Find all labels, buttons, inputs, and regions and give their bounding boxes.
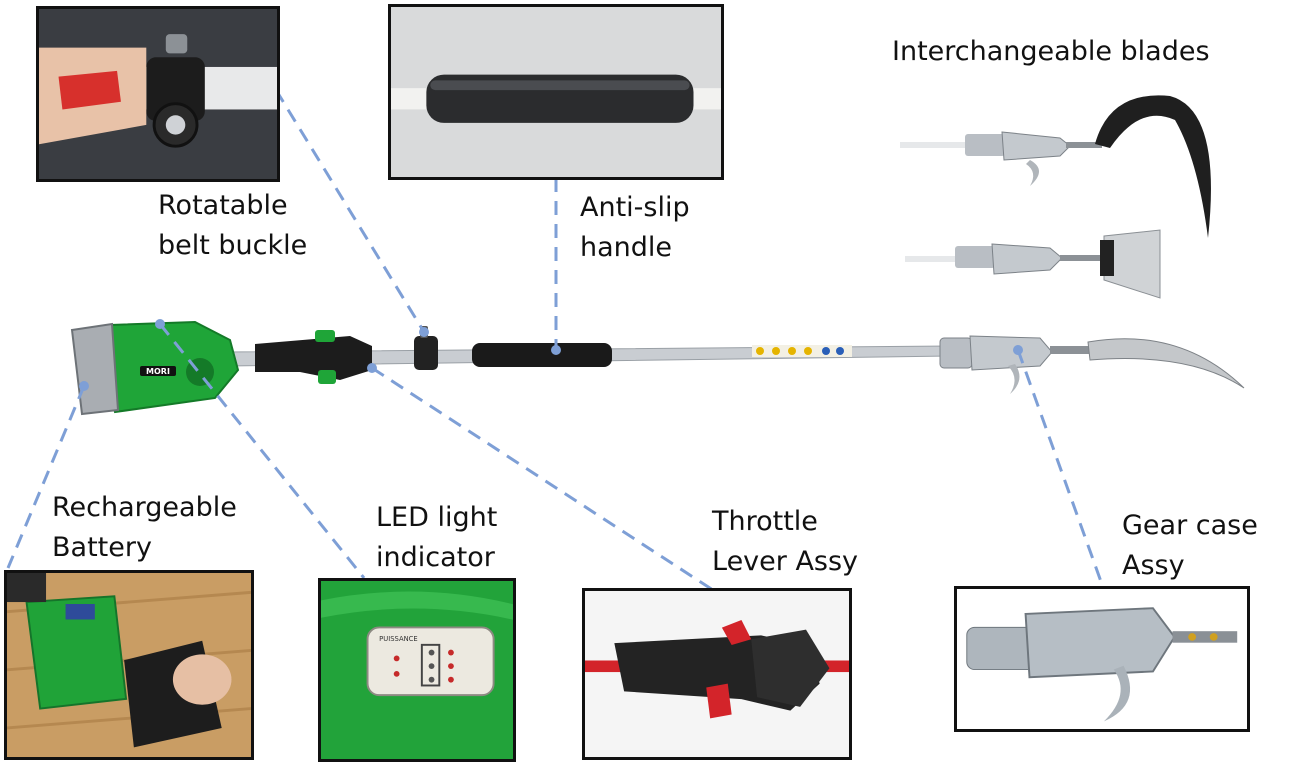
label-throttle-line1: Throttle bbox=[712, 506, 818, 537]
label-gear-case-line2: Assy bbox=[1122, 550, 1185, 581]
gear-case bbox=[939, 335, 1090, 394]
inset-gear-case-photo bbox=[954, 586, 1250, 732]
leader-belt-buckle bbox=[274, 89, 426, 333]
battery-pack bbox=[70, 322, 120, 416]
label-battery-line2: Battery bbox=[52, 532, 152, 563]
leader-led bbox=[158, 323, 366, 579]
inset-battery-photo bbox=[4, 570, 254, 760]
label-led-indicator: LED light indicator bbox=[376, 498, 497, 578]
brand-mark: MORI bbox=[146, 367, 170, 376]
label-throttle-line2: Lever Assy bbox=[712, 546, 859, 577]
label-belt-buckle-line1: Rotatable bbox=[158, 190, 288, 221]
saw-blade bbox=[1087, 338, 1245, 389]
label-throttle: Throttle Lever Assy bbox=[712, 502, 858, 582]
throttle-handle bbox=[255, 330, 372, 384]
label-battery: Rechargeable Battery bbox=[52, 488, 237, 568]
sickle-blade-attachment bbox=[900, 95, 1211, 239]
label-battery-line1: Rechargeable bbox=[52, 492, 237, 523]
led-panel-text: PUISSANCE bbox=[379, 635, 417, 643]
label-led-line1: LED light bbox=[376, 502, 498, 533]
label-gear-case-line1: Gear case bbox=[1122, 510, 1258, 541]
inset-antislip-handle-photo bbox=[388, 4, 724, 180]
leader-battery bbox=[6, 385, 86, 569]
label-antislip-handle: Anti-slip handle bbox=[580, 188, 690, 268]
label-belt-buckle: Rotatable belt buckle bbox=[158, 186, 307, 266]
chisel-blade-attachment bbox=[905, 229, 1161, 299]
foam-grip bbox=[472, 343, 612, 367]
leader-gear-case bbox=[1016, 349, 1106, 591]
label-antislip-line2: handle bbox=[580, 232, 673, 263]
inset-belt-buckle-photo bbox=[36, 6, 280, 182]
inset-led-indicator-photo: PUISSANCE bbox=[318, 578, 516, 762]
label-antislip-line1: Anti-slip bbox=[580, 192, 690, 223]
label-belt-buckle-line2: belt buckle bbox=[158, 230, 308, 261]
warning-stickers bbox=[752, 345, 852, 357]
inset-throttle-photo bbox=[582, 588, 852, 760]
label-blades-line: Interchangeable blades bbox=[892, 36, 1210, 67]
label-gear-case: Gear case Assy bbox=[1122, 506, 1258, 586]
label-led-line2: indicator bbox=[376, 542, 495, 573]
label-interchangeable-blades: Interchangeable blades bbox=[892, 32, 1210, 72]
